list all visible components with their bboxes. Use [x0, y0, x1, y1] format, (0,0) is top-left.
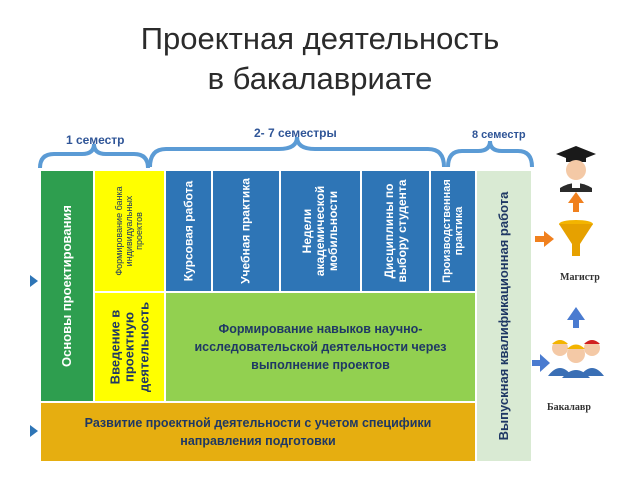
block-development-label: Развитие проектной деятельности с учетом… [84, 415, 432, 448]
graduate-icon [556, 146, 596, 192]
block-edu-practice: Учебная практика [212, 170, 280, 292]
arrow-up-icon [567, 307, 585, 328]
brace-first-semester [38, 143, 150, 169]
career-path-illustration [532, 146, 604, 378]
block-development: Развитие проектной деятельности с учетом… [40, 402, 476, 462]
block-coursework-label: Курсовая работа [180, 180, 195, 282]
block-production-practice-label: Производственная практика [440, 179, 465, 283]
block-mobility: Недели академической мобильности [280, 170, 361, 292]
block-intro-label: Введение в проектную деятельность [107, 301, 151, 393]
block-thesis: Выпускная квалификационная работа [476, 170, 532, 462]
page-title-line-1: Проектная деятельность [140, 21, 500, 56]
block-mobility-label: Недели академической мобильности [299, 185, 341, 277]
page-title-line-2: в бакалавриате [207, 61, 433, 96]
block-thesis-label: Выпускная квалификационная работа [495, 191, 511, 441]
semester-label-middle: 2- 7 семестры [254, 126, 337, 140]
pointer-arrow-icon [30, 275, 38, 287]
block-electives: Дисциплины по выбору студента [361, 170, 430, 292]
block-project-bank: Формирование банка индивидуальных проект… [94, 170, 165, 292]
master-label: Магистр [560, 272, 600, 283]
block-basics: Основы проектирования [40, 170, 94, 402]
bachelors-group-icon [548, 340, 604, 378]
arrow-right-icon [532, 354, 550, 372]
block-intro: Введение в проектную деятельность [94, 292, 165, 402]
block-edu-practice-label: Учебная практика [238, 178, 253, 284]
semester-label-first: 1 семестр [66, 133, 125, 147]
bachelor-label: Бакалавр [547, 402, 591, 413]
brace-last-semester [446, 140, 534, 168]
arrow-up-icon [568, 192, 584, 212]
block-basics-label: Основы проектирования [58, 204, 74, 368]
block-coursework: Курсовая работа [165, 170, 212, 292]
block-production-practice: Производственная практика [430, 170, 476, 292]
arrow-right-icon [535, 231, 554, 247]
block-project-bank-label: Формирование банка индивидуальных проект… [113, 186, 144, 276]
block-electives-label: Дисциплины по выбору студента [381, 179, 409, 283]
funnel-icon [559, 220, 593, 256]
block-research-skills-label: Формирование навыков научно- исследовате… [194, 321, 447, 373]
brace-middle-semesters [148, 136, 446, 168]
pointer-arrow-icon [30, 425, 38, 437]
block-research-skills: Формирование навыков научно- исследовате… [165, 292, 476, 402]
semester-label-last: 8 семестр [472, 129, 526, 141]
